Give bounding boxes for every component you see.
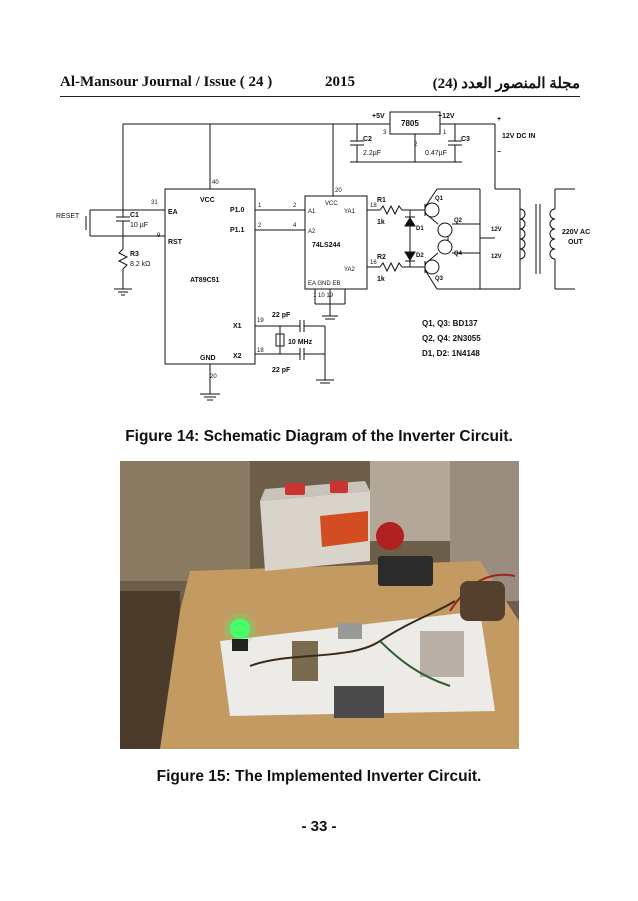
pin-18: 18 (257, 348, 264, 354)
buf-pin-18: 18 (370, 203, 377, 209)
ac-out-line2: OUT (568, 239, 584, 246)
buf-pin-16: 16 (370, 260, 377, 266)
journal-year: 2015 (325, 74, 355, 90)
link-pin-1: 1 (258, 203, 262, 209)
d1-label: D1 (416, 226, 424, 232)
dc-in-label: 12V DC IN (502, 133, 535, 140)
c3-value: 0.47µF (425, 150, 447, 157)
pin-20: 20 (210, 374, 217, 380)
buf-bottom-pins: 1 10 19 (313, 293, 334, 299)
mcu-vcc: VCC (200, 197, 215, 204)
inverter-photo (120, 461, 519, 749)
mcu-ea: EA (168, 209, 178, 216)
legend-q2-q4: Q2, Q4: 2N3055 (422, 334, 481, 343)
legend-d1-d2: D1, D2: 1N4148 (422, 349, 480, 358)
cap-22pf-top: 22 pF (272, 312, 291, 319)
buf-pin-20: 20 (335, 188, 342, 194)
r3-label: R3 (130, 251, 139, 258)
mcu-x1: X1 (233, 323, 242, 330)
mcu-x2: X2 (233, 353, 242, 360)
q3-label: Q3 (435, 276, 444, 282)
legend-q1-q3: Q1, Q3: BD137 (422, 319, 478, 328)
reg-pin-2: 2 (414, 142, 418, 148)
reg-pin-1: 1 (443, 130, 447, 136)
link-pin-4: 4 (293, 223, 297, 229)
plus12v-label: +12V (438, 113, 455, 120)
c2-label: C2 (363, 136, 372, 143)
buf-bottom-labels: EA GND EB (308, 281, 340, 287)
tx-12v-bottom: 12V (491, 254, 502, 260)
mcu-p10: P1.0 (230, 207, 245, 214)
buf-a2: A2 (308, 229, 316, 235)
cap-22pf-bottom: 22 pF (272, 367, 291, 374)
r2-label: R2 (377, 254, 386, 261)
c1-value: 10 µF (130, 222, 148, 229)
link-pin-2: 2 (293, 203, 297, 209)
c1-label: C1 (130, 212, 139, 219)
buffer-74ls244 (304, 195, 368, 290)
inverter-schematic: 7805 +5V +12V 3 2 1 C2 2.2µF C3 0.47µF +… (56, 111, 590, 401)
r1-label: R1 (377, 197, 386, 204)
dc-plus: + (497, 116, 501, 123)
buffer-label: 74LS244 (312, 242, 341, 249)
running-header: Al-Mansour Journal / Issue ( 24 ) 2015 م… (60, 74, 580, 94)
pin-31: 31 (151, 200, 158, 206)
reg-pin-3: 3 (383, 130, 387, 136)
page-number: - 33 - (301, 818, 337, 835)
mcu-label: AT89C51 (190, 277, 220, 284)
r3-value: 8.2 kΩ (130, 261, 150, 268)
buf-vcc: VCC (325, 201, 338, 207)
figure-14-caption: Figure 14: Schematic Diagram of the Inve… (125, 428, 513, 445)
regulator-label: 7805 (401, 119, 419, 128)
journal-title-arabic: مجلة المنصور العدد (24) (432, 76, 580, 92)
q2-label: Q2 (454, 218, 463, 224)
q4-label: Q4 (454, 251, 463, 257)
figure-15-caption: Figure 15: The Implemented Inverter Circ… (156, 768, 482, 785)
journal-title: Al-Mansour Journal / Issue ( 24 ) (60, 74, 273, 90)
mcu-p11: P1.1 (230, 227, 245, 234)
r1-value: 1k (377, 219, 385, 226)
d2-label: D2 (416, 253, 424, 259)
mcu-rst: RST (168, 239, 183, 246)
dc-minus: − (497, 149, 501, 156)
c2-value: 2.2µF (363, 150, 381, 157)
c3-label: C3 (461, 136, 470, 143)
header-rule (60, 96, 580, 97)
q1-label: Q1 (435, 196, 444, 202)
plus5v-label: +5V (372, 113, 385, 120)
buf-a1: A1 (308, 209, 316, 215)
pin-19: 19 (257, 318, 264, 324)
battery (260, 481, 370, 571)
ac-out-line1: 220V AC (562, 229, 590, 236)
mcu-gnd: GND (200, 355, 216, 362)
buf-ya1: YA1 (344, 209, 356, 215)
reset-label: RESET (56, 213, 80, 220)
pin-40: 40 (212, 180, 219, 186)
crystal-label: 10 MHz (288, 339, 313, 346)
link-pin-2b: 2 (258, 223, 262, 229)
r2-value: 1k (377, 276, 385, 283)
tx-12v-top: 12V (491, 227, 502, 233)
buf-ya2: YA2 (344, 267, 356, 273)
